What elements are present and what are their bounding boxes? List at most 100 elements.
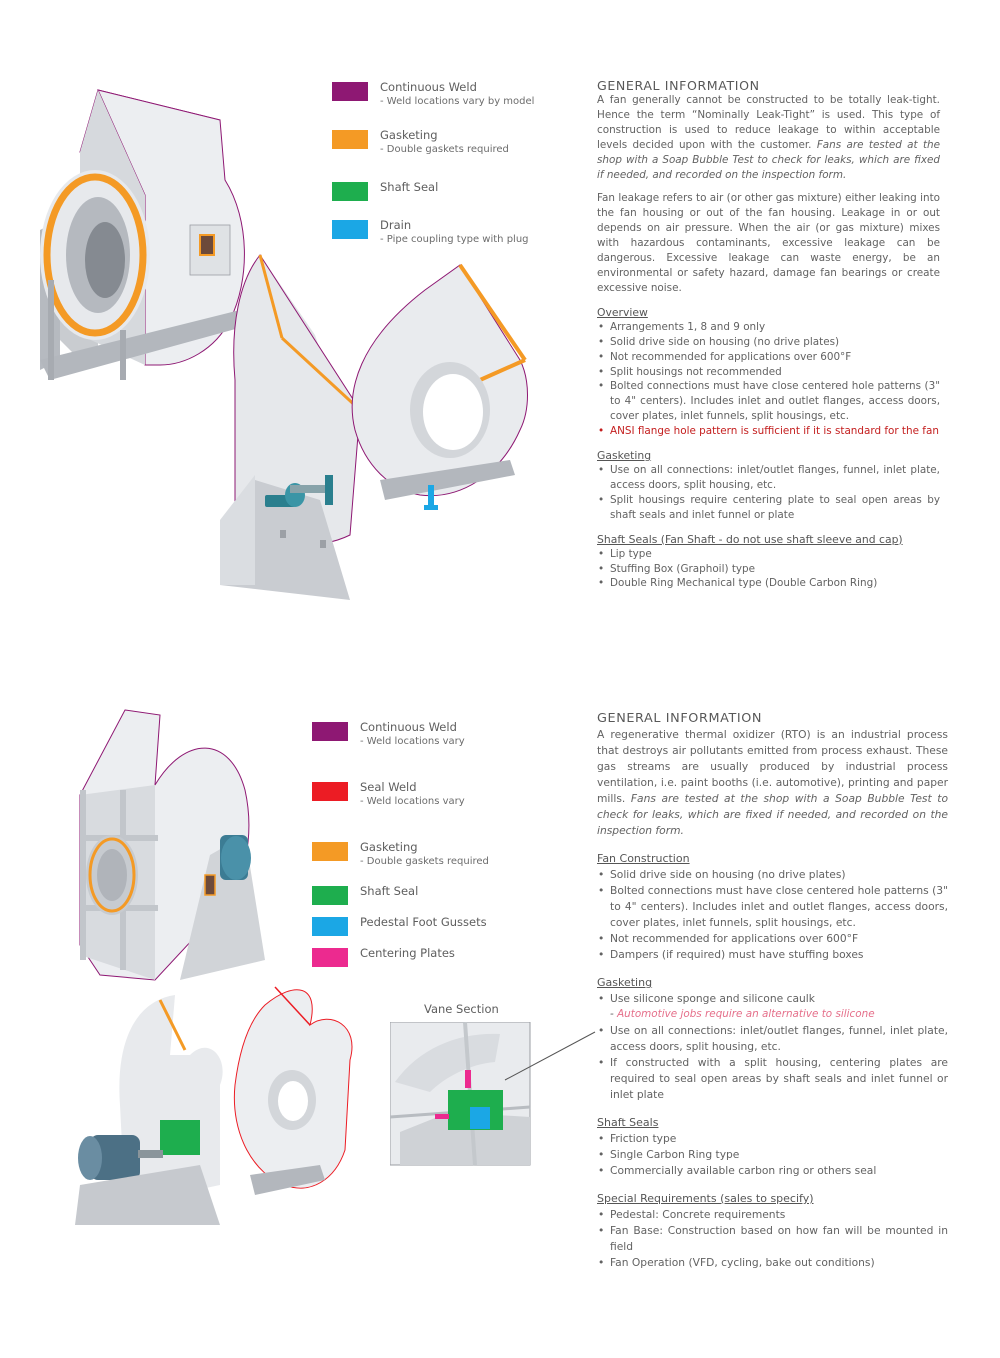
vane-section-title: Vane Section [424,1002,499,1016]
assembled-fan-drawing [40,89,250,380]
bottom-general-information: GENERAL INFORMATION A regenerative therm… [597,711,948,1271]
legend-sub: - Double gaskets required [360,856,489,867]
pedestal-foot-gussets-swatch [312,917,348,936]
list-item: Commercially available carbon ring or ot… [597,1163,948,1179]
list-item: Friction type [597,1131,948,1147]
leakage-paragraph: Fan leakage refers to air (or other gas … [597,192,940,294]
legend-sub: - Weld locations vary by model [380,96,535,107]
list-item: Bolted connections must have close cente… [597,883,948,931]
legend-seal-weld: Seal Weld - Weld locations vary [312,780,465,809]
fan-construction-list: Solid drive side on housing (no drive pl… [597,867,948,963]
gasketing-swatch [332,130,368,149]
list-item: Arrangements 1, 8 and 9 only [597,320,940,335]
intro-paragraph: A regenerative thermal oxidizer (RTO) is… [597,727,948,839]
legend-sub: - Weld locations vary [360,796,465,807]
top-general-information: GENERAL INFORMATION A fan generally cann… [597,78,940,591]
legend-title: Shaft Seal [380,180,439,194]
gasketing-list: Use on all connections: inlet/outlet fla… [597,463,940,523]
drain-swatch [332,220,368,239]
list-item: If constructed with a split housing, cen… [597,1055,948,1103]
fan-construction-heading: Fan Construction [597,852,690,865]
intro-paragraph: A fan generally cannot be constructed to… [597,93,940,182]
list-item: Split housings require centering plate t… [597,493,940,523]
rto-exploded-fan-drawing [75,986,353,1225]
legend-shaft-seal: Shaft Seal [332,180,438,201]
legend-title: Continuous Weld [380,80,477,94]
overview-heading: Overview [597,305,648,319]
shaft-seal-swatch [312,886,348,905]
legend-sub: - Pipe coupling type with plug [380,234,529,245]
intro-italic: Fans are tested at the shop with a Soap … [597,792,949,837]
overview-list: Arrangements 1, 8 and 9 only Solid drive… [597,320,940,439]
legend-sub: - Double gaskets required [380,144,509,155]
list-item: Use on all connections: inlet/outlet fla… [597,1023,948,1055]
legend-gasketing: Gasketing - Double gaskets required [312,840,489,869]
gasketing-swatch [312,842,348,861]
list-item: Single Carbon Ring type [597,1147,948,1163]
list-item: Not recommended for applications over 60… [597,931,948,947]
gasketing-heading: Gasketing [597,976,653,989]
list-item: Dampers (if required) must have stuffing… [597,947,948,963]
list-item: Not recommended for applications over 60… [597,350,940,365]
shaft-seal-swatch [332,182,368,201]
list-item: Bolted connections must have close cente… [597,379,940,424]
scroll-housing-drawing [351,263,528,510]
legend-drain: Drain - Pipe coupling type with plug [332,218,529,247]
continuous-weld-swatch [312,722,348,741]
legend-continuous-weld: Continuous Weld - Weld locations vary by … [332,80,534,109]
list-item: Use on all connections: inlet/outlet fla… [597,463,940,493]
intro-text: A fan generally cannot be constructed to… [597,94,940,151]
list-item: Solid drive side on housing (no drive pl… [597,335,940,350]
gasketing-heading: Gasketing [597,449,652,463]
list-item: Use silicone sponge and silicone caulk [597,991,948,1007]
list-item: Fan Base: Construction based on how fan … [597,1223,948,1255]
gasketing-list: Use silicone sponge and silicone caulk [597,991,948,1007]
intro-italic: Fans are tested at the shop with a Soap … [597,138,940,181]
top-legend: Continuous Weld - Weld locations vary by … [332,80,577,250]
list-item: Lip type [597,547,940,562]
list-item: Stuffing Box (Graphoil) type [597,562,940,577]
intro-text: A regenerative thermal oxidizer (RTO) is… [597,728,948,805]
shaft-seals-list: Lip type Stuffing Box (Graphoil) type Do… [597,547,940,592]
centering-plates-swatch [312,948,348,967]
legend-continuous-weld: Continuous Weld - Weld locations vary [312,720,465,749]
list-item: Fan Operation (VFD, cycling, bake out co… [597,1255,948,1271]
legend-sub: - Weld locations vary [360,736,465,747]
note-dash: - [610,1008,618,1020]
gasketing-note: - Automotive jobs require an alternative… [597,1007,948,1023]
legend-pedestal-foot-gussets: Pedestal Foot Gussets [312,915,487,936]
legend-shaft-seal: Shaft Seal [312,884,418,905]
special-requirements-heading: Special Requirements (sales to specify) [597,1191,814,1205]
legend-centering-plates: Centering Plates [312,946,455,967]
legend-title: Gasketing [380,128,438,142]
list-item: Solid drive side on housing (no drive pl… [597,867,948,883]
shaft-seals-heading: Shaft Seals [597,1115,659,1129]
list-item: Split housings not recommended [597,365,940,380]
bottom-legend: Continuous Weld - Weld locations vary Sea… [312,720,552,967]
gasketing-list-continued: Use on all connections: inlet/outlet fla… [597,1023,948,1103]
top-fan-illustration [40,89,528,600]
bottom-fan-illustration [75,709,353,1225]
legend-title: Drain [380,218,412,232]
seal-weld-swatch [312,782,348,801]
special-requirements-list: Pedestal: Concrete requirements Fan Base… [597,1207,948,1271]
legend-title: Shaft Seal [360,884,419,898]
shaft-seals-list: Friction type Single Carbon Ring type Co… [597,1131,948,1179]
list-item: Pedestal: Concrete requirements [597,1207,948,1223]
legend-title: Seal Weld [360,780,417,794]
note-text: Automotive jobs require an alternative t… [617,1008,875,1020]
shaft-seals-heading: Shaft Seals (Fan Shaft - do not use shaf… [597,532,903,546]
list-item: Double Ring Mechanical type (Double Carb… [597,576,940,591]
section-heading: GENERAL INFORMATION [597,711,763,726]
vane-section-inset [390,1022,596,1166]
legend-title: Centering Plates [360,946,455,960]
rto-assembled-fan-drawing [79,709,265,981]
legend-title: Continuous Weld [360,720,457,734]
list-item-highlight: ANSI flange hole pattern is sufficient i… [597,424,940,439]
continuous-weld-swatch [332,82,368,101]
legend-title: Gasketing [360,840,418,854]
legend-title: Pedestal Foot Gussets [360,915,487,929]
legend-gasketing: Gasketing - Double gaskets required [332,128,509,157]
section-heading: GENERAL INFORMATION [597,78,760,93]
drive-side-drawing [220,254,362,600]
